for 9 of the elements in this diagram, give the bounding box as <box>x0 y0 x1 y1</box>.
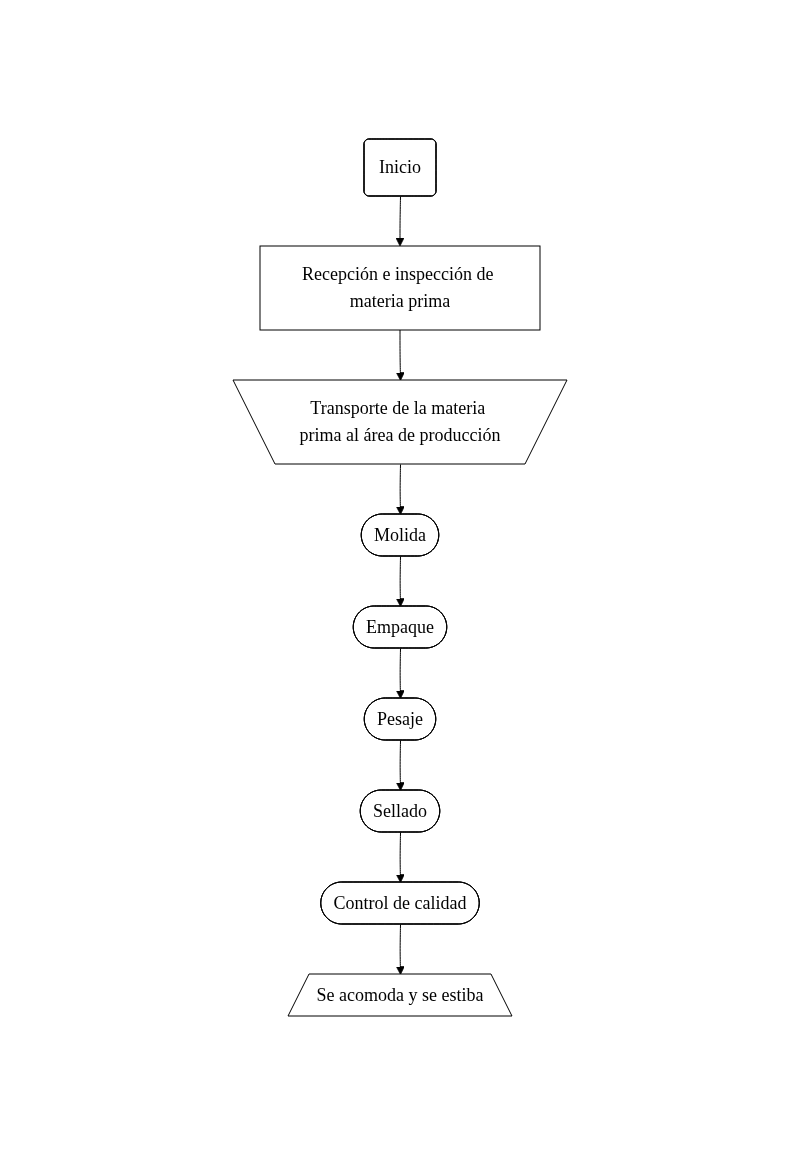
arrow <box>395 740 405 791</box>
arrow <box>395 924 405 975</box>
node-box: Recepción e inspección de materia prima <box>259 245 541 331</box>
arrow <box>395 648 405 699</box>
arrow <box>395 832 405 883</box>
arrow <box>395 556 405 607</box>
arrow <box>395 464 405 515</box>
arrow <box>395 196 405 247</box>
arrow <box>395 329 405 381</box>
